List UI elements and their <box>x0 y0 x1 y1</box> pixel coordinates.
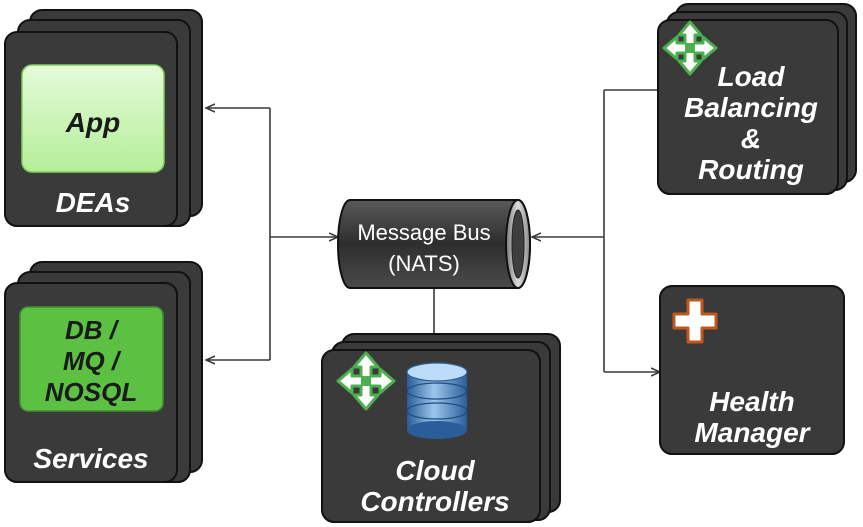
app-box <box>21 64 165 173</box>
health-manager-node: Health Manager <box>659 285 845 455</box>
services-node: DB / MQ / NOSQL Services <box>4 261 203 483</box>
health-label-line-1: Health <box>709 386 795 417</box>
message-bus-node: Message Bus (NATS) <box>337 199 531 289</box>
app-label: App <box>65 107 120 138</box>
health-cross-icon <box>672 298 718 344</box>
cloud-controllers-node: Cloud Controllers <box>321 333 561 523</box>
services-inner-box <box>19 306 164 412</box>
bus-label-line-2: (NATS) <box>388 251 460 276</box>
services-inner-line-2: MQ / <box>63 346 122 376</box>
router-node: Load Balancing & Routing <box>657 3 857 195</box>
move-arrows-icon <box>662 20 718 76</box>
move-arrows-icon <box>336 351 396 411</box>
services-inner-line-1: DB / <box>65 315 120 345</box>
bus-label-line-1: Message Bus <box>357 220 490 245</box>
router-label-line-2: Balancing <box>684 92 818 123</box>
deas-label: DEAs <box>56 187 131 218</box>
health-label-line-2: Manager <box>694 417 811 448</box>
connectors <box>206 89 660 372</box>
router-label-line-4: Routing <box>698 154 804 185</box>
cloud-label-line-2: Controllers <box>360 486 509 517</box>
database-icon <box>406 362 468 439</box>
services-inner-line-3: NOSQL <box>45 377 137 407</box>
router-label-line-1: Load <box>718 61 786 92</box>
cloud-label-line-1: Cloud <box>395 455 475 486</box>
deas-node: App DEAs <box>4 9 203 227</box>
router-label-line-3: & <box>741 123 761 154</box>
services-label: Services <box>33 443 148 474</box>
